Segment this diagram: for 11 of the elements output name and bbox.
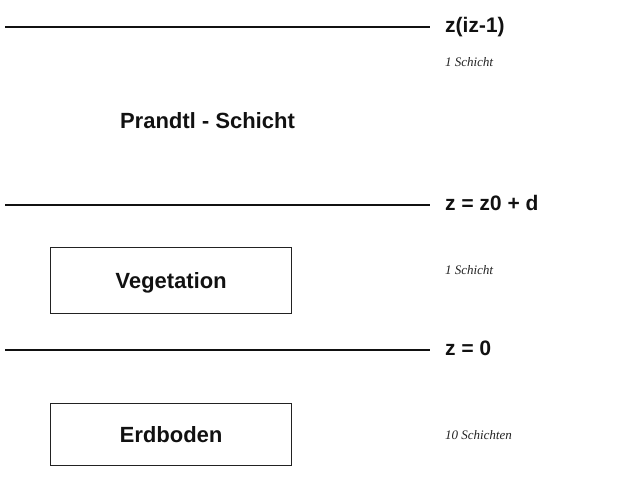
- level-label: z = z0 + d: [445, 192, 538, 216]
- layer-count: 10 Schichten: [445, 427, 512, 443]
- layer-count: 1 Schicht: [445, 262, 494, 278]
- layer-box: [50, 247, 292, 314]
- level-label: z(iz-1): [445, 14, 504, 38]
- layer-label: Erdboden: [120, 422, 222, 448]
- layer-box: [50, 403, 292, 466]
- layer-label: Vegetation: [115, 268, 227, 294]
- layer-label: Prandtl - Schicht: [120, 108, 295, 134]
- level-label: z = 0: [445, 337, 492, 361]
- layer-count: 1 Schicht: [445, 54, 494, 70]
